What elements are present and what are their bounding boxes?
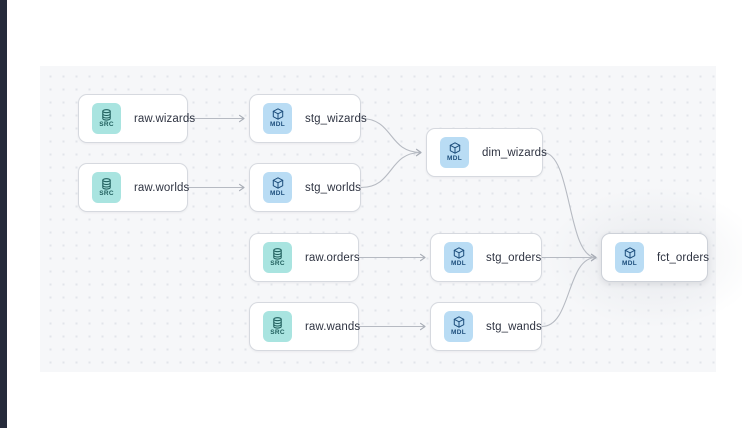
edge-arrowhead [419,253,426,262]
node-stg_orders[interactable]: MDL stg_orders [430,233,542,282]
cube-icon: MDL [444,242,473,273]
database-icon: SRC [92,172,121,203]
edge-stg_wands-to-fct_orders [541,256,597,328]
node-kind-label: MDL [451,260,466,268]
node-label: raw.wands [305,320,361,333]
node-label: dim_wizards [482,146,548,159]
node-kind-label: MDL [270,121,285,129]
node-kind-label: MDL [622,260,637,268]
cube-icon: MDL [444,311,473,342]
node-stg_wizards[interactable]: MDL stg_wizards [249,94,367,143]
node-raw_wizards[interactable]: SRC raw.wizards [78,94,195,143]
node-label: stg_worlds [305,181,361,194]
node-kind-label: MDL [447,155,462,163]
cube-icon: MDL [615,242,644,273]
node-kind-label: MDL [270,190,285,198]
edge-arrowhead [238,114,245,123]
node-kind-label: SRC [270,329,285,336]
node-raw_orders[interactable]: SRC raw.orders [249,233,360,282]
node-label: stg_wizards [305,112,367,125]
node-label: fct_orders [657,251,710,264]
node-label: stg_orders [486,251,542,264]
edge-arrowhead [590,253,597,262]
edge-arrowhead [415,148,422,157]
node-stg_worlds[interactable]: MDL stg_worlds [249,163,361,212]
node-stg_wands[interactable]: MDL stg_wands [430,302,542,351]
node-raw_worlds[interactable]: SRC raw.worlds [78,163,190,212]
edge-stg_worlds-to-dim_wizards [360,151,422,189]
node-dim_wizards[interactable]: MDL dim_wizards [426,128,547,177]
edge-arrowhead [590,253,597,262]
edge-arrowhead [590,253,597,262]
node-kind-label: SRC [99,121,114,128]
edge-stg_wizards-to-dim_wizards [360,117,422,154]
edge-arrowhead [419,322,426,331]
node-raw_wands[interactable]: SRC raw.wands [249,302,361,351]
node-kind-label: SRC [99,190,114,197]
edge-dim_wizards-to-fct_orders [542,151,597,259]
database-icon: SRC [92,103,121,134]
database-icon: SRC [263,242,292,273]
node-label: raw.orders [305,251,360,264]
node-kind-label: MDL [451,329,466,337]
node-fct_orders[interactable]: MDL fct_orders [601,233,710,282]
node-kind-label: SRC [270,260,285,267]
edge-arrowhead [238,183,245,192]
left-nav-rail[interactable] [0,0,7,428]
cube-icon: MDL [263,172,292,203]
cube-icon: MDL [263,103,292,134]
node-label: stg_wands [486,320,542,333]
database-icon: SRC [263,311,292,342]
node-label: raw.worlds [134,181,190,194]
node-label: raw.wizards [134,112,196,125]
cube-icon: MDL [440,137,469,168]
edge-arrowhead [415,148,422,157]
